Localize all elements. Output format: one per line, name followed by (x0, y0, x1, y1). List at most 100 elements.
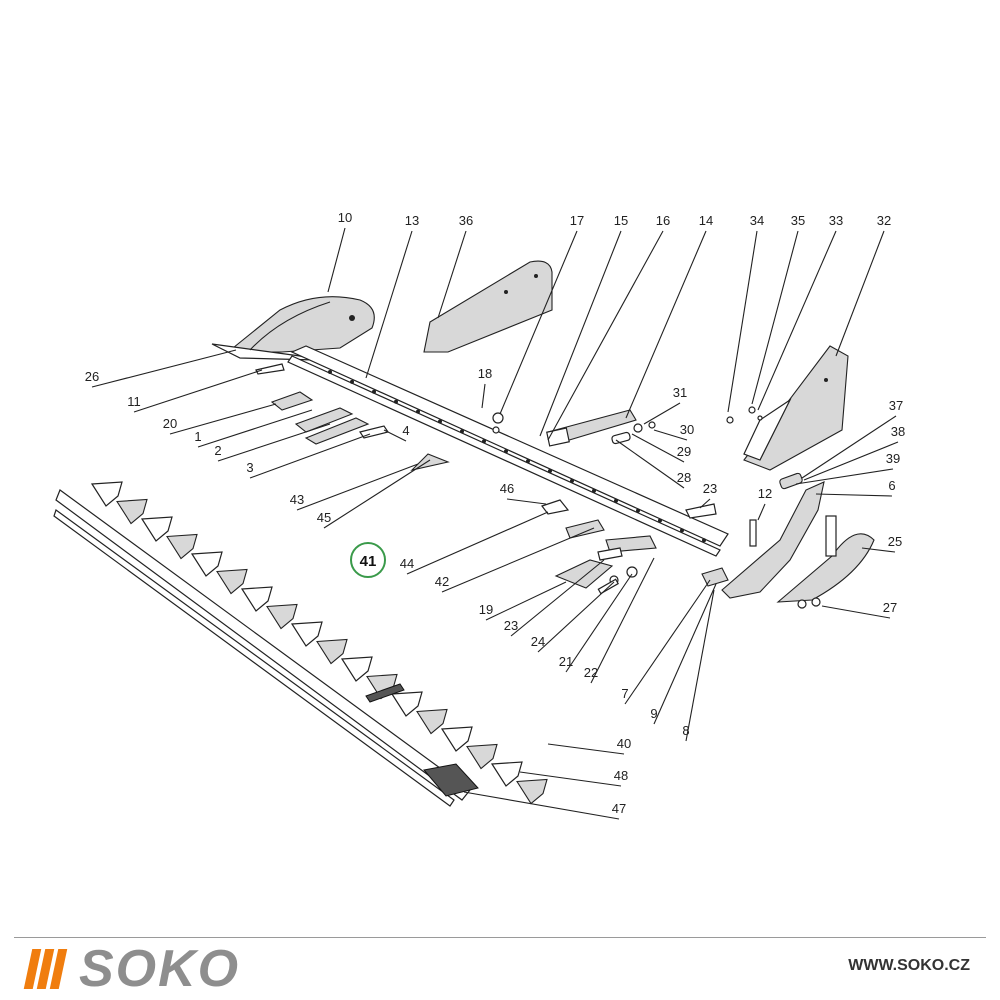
part-label-39[interactable]: 39 (886, 451, 900, 466)
knife-section (390, 691, 423, 717)
part-label-32[interactable]: 32 (877, 213, 891, 228)
part-label-48[interactable]: 48 (614, 768, 628, 783)
part-label-14[interactable]: 14 (699, 213, 713, 228)
bar-hole (416, 409, 420, 414)
bar-hole (592, 488, 596, 493)
part-label-12[interactable]: 12 (758, 486, 772, 501)
leader-line-17 (499, 230, 578, 415)
part-label-18[interactable]: 18 (478, 366, 492, 381)
part-label-4[interactable]: 4 (402, 423, 409, 438)
leader-line-42 (441, 527, 595, 593)
part-label-25[interactable]: 25 (888, 534, 902, 549)
knife-section (340, 656, 373, 682)
bar-hole (394, 399, 398, 404)
website-url[interactable]: WWW.SOKO.CZ (848, 957, 970, 974)
leader-line-40 (547, 743, 625, 755)
leader-line-37 (801, 415, 897, 479)
part-label-34[interactable]: 34 (750, 213, 764, 228)
bar-hole (658, 518, 662, 523)
knife-section (216, 568, 248, 595)
part-label-3[interactable]: 3 (246, 460, 253, 475)
part-label-20[interactable]: 20 (163, 416, 177, 431)
leader-line-26 (91, 349, 237, 388)
leader-line-9 (653, 583, 717, 725)
leader-line-16 (547, 230, 664, 441)
leader-line-15 (539, 230, 622, 437)
knife-section (166, 533, 198, 560)
leader-line-13 (365, 230, 413, 379)
bar-hole (548, 469, 552, 473)
part-label-44[interactable]: 44 (400, 556, 414, 571)
part-label-31[interactable]: 31 (673, 385, 687, 400)
part-label-43[interactable]: 43 (290, 492, 304, 507)
part-label-45[interactable]: 45 (317, 510, 331, 525)
knife-section (190, 551, 223, 577)
part-label-38[interactable]: 38 (891, 424, 905, 439)
part-label-35[interactable]: 35 (791, 213, 805, 228)
part-label-33[interactable]: 33 (829, 213, 843, 228)
highlighted-part-41[interactable]: 41 (350, 542, 386, 578)
part-label-19[interactable]: 19 (479, 602, 493, 617)
leader-line-28 (615, 439, 685, 489)
part-label-30[interactable]: 30 (680, 422, 694, 437)
bar-hole (504, 449, 508, 454)
bar-hole (636, 508, 640, 513)
part-label-16[interactable]: 16 (656, 213, 670, 228)
leader-line-19 (485, 581, 567, 621)
part-label-28[interactable]: 28 (677, 470, 691, 485)
leader-line-31 (643, 402, 681, 425)
part-label-24[interactable]: 24 (531, 634, 545, 649)
part-label-10[interactable]: 10 (338, 210, 352, 225)
leader-line-30 (653, 429, 688, 441)
part-label-8[interactable]: 8 (682, 723, 689, 738)
knife-section (466, 743, 498, 770)
leader-line-38 (803, 441, 899, 481)
leader-line-34 (727, 230, 758, 413)
part-label-21[interactable]: 21 (559, 654, 573, 669)
part-label-2[interactable]: 2 (214, 443, 221, 458)
part-label-46[interactable]: 46 (500, 481, 514, 496)
part-label-9[interactable]: 9 (650, 706, 657, 721)
leader-line-47 (463, 791, 620, 820)
part-label-11[interactable]: 11 (127, 394, 141, 409)
bar-hole (350, 379, 354, 384)
part-label-42[interactable]: 42 (435, 574, 449, 589)
part-label-27[interactable]: 27 (883, 600, 897, 615)
part-label-37[interactable]: 37 (889, 398, 903, 413)
bar-hole (372, 389, 376, 394)
knife-section (140, 516, 173, 542)
leader-line-7 (624, 579, 711, 705)
part-label-29[interactable]: 29 (677, 444, 691, 459)
part-label-15[interactable]: 15 (614, 213, 628, 228)
part-label-7[interactable]: 7 (621, 686, 628, 701)
leader-line-6 (815, 493, 893, 497)
leader-line-24 (537, 581, 615, 653)
leader-line-36 (437, 230, 467, 319)
part-label-1[interactable]: 1 (194, 429, 201, 444)
part-label-17[interactable]: 17 (570, 213, 584, 228)
part-label-22[interactable]: 22 (584, 665, 598, 680)
leader-line-43 (296, 463, 419, 511)
leader-line-3 (249, 433, 371, 479)
bar-hole (482, 439, 486, 444)
bar-hole (680, 528, 684, 533)
leader-line-22 (590, 557, 655, 684)
part-label-23a[interactable]: 23 (703, 481, 717, 496)
leader-line-32 (835, 230, 885, 357)
part-label-6[interactable]: 6 (888, 478, 895, 493)
part-label-40[interactable]: 40 (617, 736, 631, 751)
knife-section (316, 638, 348, 665)
leader-line-29 (631, 433, 685, 463)
leader-lines (91, 227, 899, 820)
part-label-26[interactable]: 26 (85, 369, 99, 384)
part-label-23b[interactable]: 23 (504, 618, 518, 633)
footer-divider (14, 937, 986, 938)
part-label-13[interactable]: 13 (405, 213, 419, 228)
leader-line-35 (751, 230, 799, 405)
part-label-36[interactable]: 36 (459, 213, 473, 228)
part-label-47[interactable]: 47 (612, 801, 626, 816)
knife-section (240, 586, 273, 612)
knife-section (416, 708, 448, 735)
